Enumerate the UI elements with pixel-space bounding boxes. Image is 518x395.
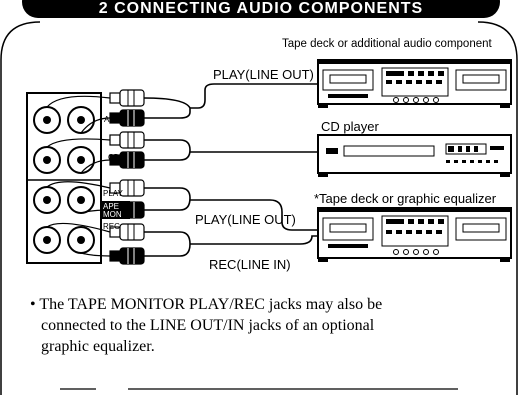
tape-deck-top	[317, 59, 512, 108]
section-title: 2 CONNECTING AUDIO COMPONENTS	[98, 0, 424, 17]
label-cd-player: CD player	[321, 119, 379, 134]
cd-player	[317, 134, 512, 177]
jack-label-rec: REC	[103, 222, 120, 231]
section-title-bar: 2 CONNECTING AUDIO COMPONENTS	[22, 0, 500, 18]
label-tape-deck-top: Tape deck or additional audio component	[282, 38, 492, 50]
note-line-3: graphic equalizer.	[41, 338, 155, 355]
label-play-line-out-bottom: PLAY(LINE OUT)	[195, 212, 296, 227]
note-bullet: •	[30, 296, 36, 313]
note-line-1: The TAPE MONITOR PLAY/REC jacks may also…	[39, 296, 383, 313]
note-line-2: connected to the LINE OUT/IN jacks of an…	[41, 317, 375, 334]
tape-mon-tag	[100, 201, 130, 219]
label-tape-deck-eq: *Tape deck or graphic equalizer	[314, 191, 497, 206]
jack-label-cd: CD	[108, 153, 120, 162]
jack-label-tape: APE	[103, 202, 120, 211]
tape-deck-bottom	[317, 207, 512, 262]
note-paragraph: • The TAPE MONITOR PLAY/REC jacks may al…	[30, 294, 470, 357]
receiver-jack-panel	[26, 92, 111, 264]
jack-label-mon: MON	[103, 210, 122, 219]
connection-diagram	[26, 59, 512, 265]
cables	[143, 83, 318, 257]
label-play-line-out-top: PLAY(LINE OUT)	[213, 67, 314, 82]
jack-label-play: PLAY	[103, 189, 123, 198]
label-rec-line-in: REC(LINE IN)	[209, 257, 291, 272]
jack-label-aux: AUX	[104, 115, 121, 124]
rca-plugs	[109, 89, 145, 265]
